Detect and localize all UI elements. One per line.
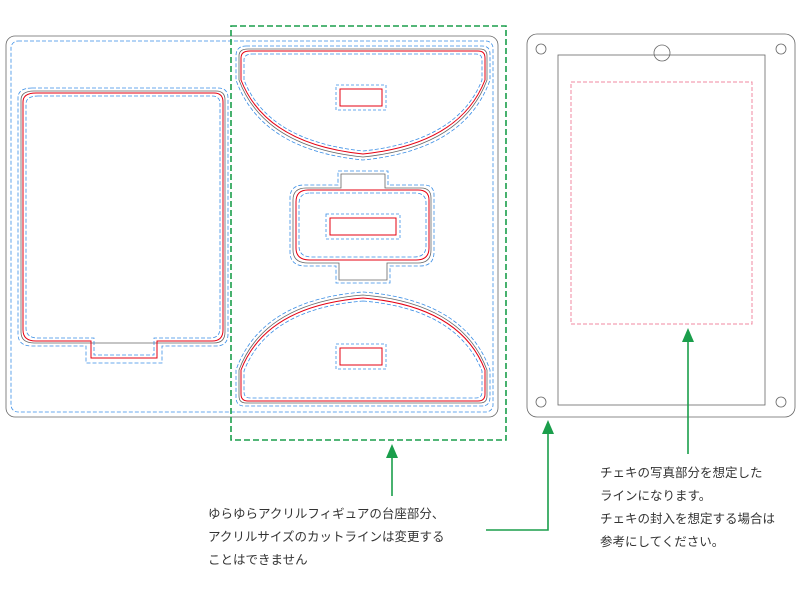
arrow-to-photo-area — [682, 328, 694, 454]
cheki-inner-frame — [557, 54, 766, 406]
base-bottom-solid — [238, 294, 488, 404]
callout-arrows — [386, 328, 694, 531]
base-top-outer — [235, 45, 491, 161]
figure-main-part — [17, 87, 229, 364]
hole-bottom-right — [775, 396, 787, 408]
cheki-sheet-outline — [526, 33, 796, 418]
photo-area-line — [570, 81, 753, 325]
acrylic-sheet — [5, 35, 499, 418]
middle-solid — [292, 173, 432, 281]
base-top-slot-outer — [335, 84, 387, 111]
base-top-inner — [243, 53, 483, 152]
middle-slot-outer — [325, 213, 401, 240]
middle-slot — [329, 217, 397, 236]
base-bottom-part — [235, 291, 491, 407]
photo-description-note: チェキの写真部分を想定した ラインになります。 チェキの封入を想定する場合は 参… — [600, 461, 775, 553]
base-description-note: ゆらゆらアクリルフィギュアの台座部分、 アクリルサイズのカットラインは変更する … — [208, 502, 445, 571]
arrow-to-stand-frame — [386, 444, 398, 496]
base-top-slot — [339, 88, 383, 107]
note-line: チェキの封入を想定する場合は — [600, 511, 776, 526]
sheet-bleed-line — [10, 40, 494, 413]
note-line: 参考にしてください。 — [600, 534, 725, 549]
base-top-solid — [238, 48, 488, 158]
note-line: チェキの写真部分を想定した — [600, 465, 763, 480]
figure-cut-line — [22, 92, 224, 359]
base-bottom-slot — [339, 347, 383, 366]
note-line: ラインになります。 — [600, 488, 712, 503]
base-middle-part — [289, 170, 435, 284]
sheet-outline — [5, 35, 499, 418]
base-bottom-inner — [243, 300, 483, 399]
middle-inner — [298, 192, 427, 258]
figure-outer-dashed — [17, 87, 229, 364]
base-bottom-slot-outer — [335, 343, 387, 370]
middle-cut — [295, 189, 430, 261]
note-line: アクリルサイズのカットラインは変更する — [208, 529, 445, 544]
hole-top-right — [775, 43, 787, 55]
base-bottom-outer — [235, 291, 491, 407]
middle-outer — [289, 170, 435, 284]
note-line: ゆらゆらアクリルフィギュアの台座部分、 — [208, 506, 445, 521]
base-top-cut — [240, 50, 486, 155]
note-line: ことはできません — [208, 552, 308, 567]
arrow-to-cheki-sheet — [486, 420, 554, 531]
hole-top-center — [653, 44, 671, 62]
cheki-sheet — [526, 33, 796, 418]
stand-area-frame — [230, 25, 507, 441]
figure-outer-solid — [20, 90, 226, 344]
figure-inner-dashed — [25, 95, 221, 356]
base-bottom-cut — [240, 297, 486, 402]
hole-bottom-left — [535, 396, 547, 408]
hole-top-left — [535, 43, 547, 55]
base-top-part — [235, 45, 491, 161]
